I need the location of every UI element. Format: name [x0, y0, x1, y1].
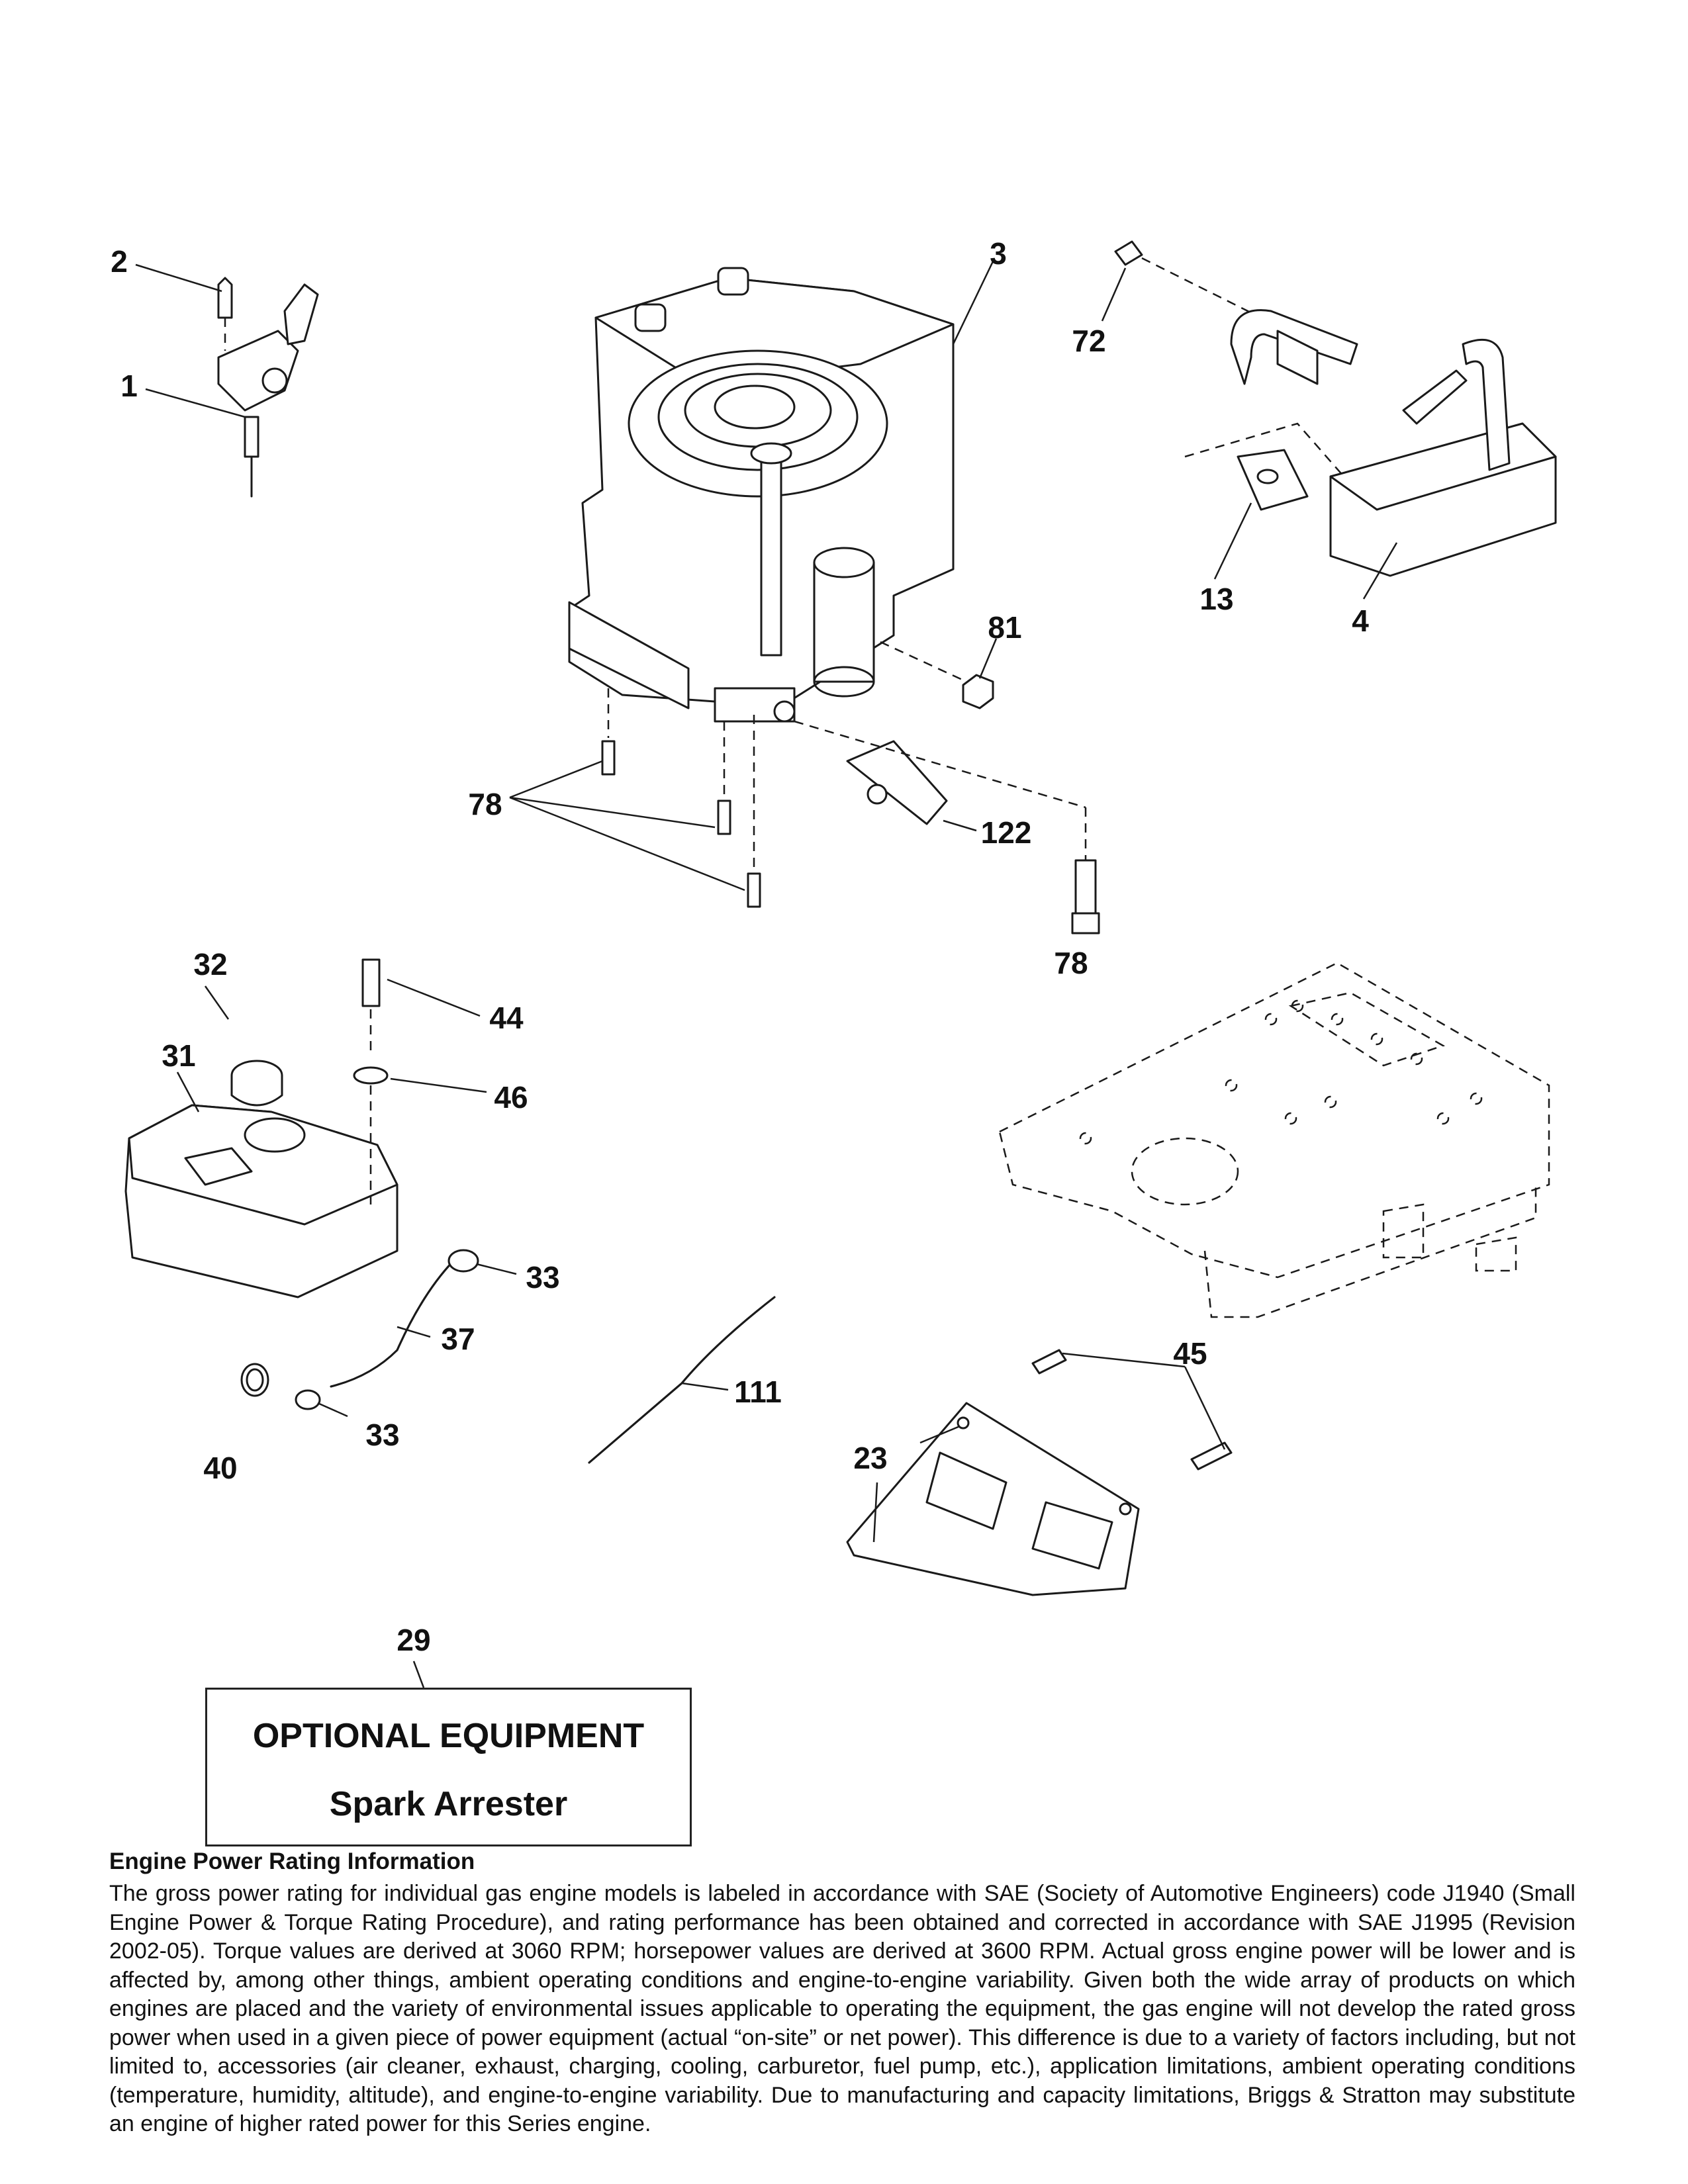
optional-equipment-leader — [412, 1661, 425, 1688]
callout-13: 13 — [1199, 582, 1234, 616]
callout-44: 44 — [489, 1001, 524, 1035]
callout-40: 40 — [203, 1451, 238, 1485]
rating-heading: Engine Power Rating Information — [109, 1848, 475, 1874]
callout-111: 111 — [734, 1375, 782, 1409]
fuel-line-assembly — [240, 1249, 517, 1418]
callout-78-right: 78 — [1054, 946, 1088, 980]
callout-72: 72 — [1072, 324, 1106, 358]
callout-1: 1 — [120, 369, 138, 403]
hose-part — [588, 1296, 776, 1464]
engine-part — [568, 261, 994, 723]
callout-33-bottom: 33 — [365, 1418, 400, 1452]
callout-81: 81 — [988, 610, 1022, 645]
muffler-assembly — [1101, 240, 1557, 600]
heat-shield-plate — [846, 1349, 1233, 1596]
engine-parts-diagram — [124, 240, 1557, 1688]
callout-122: 122 — [980, 815, 1032, 850]
fuel-tank-assembly — [124, 958, 487, 1298]
optional-equipment-item: Spark Arrester — [329, 1785, 568, 1823]
callout-4: 4 — [1352, 604, 1369, 638]
callout-37: 37 — [441, 1322, 475, 1356]
throttle-control-part — [135, 263, 319, 498]
optional-equipment-box: OPTIONAL EQUIPMENT Spark Arrester — [205, 1688, 692, 1846]
callout-29: 29 — [397, 1623, 431, 1657]
engine-fasteners — [509, 638, 1100, 934]
callout-46: 46 — [494, 1080, 528, 1115]
callout-45: 45 — [1173, 1336, 1207, 1371]
callout-78-left: 78 — [468, 787, 502, 821]
callout-32: 32 — [193, 947, 228, 981]
callout-3: 3 — [990, 236, 1007, 271]
callout-2: 2 — [111, 244, 128, 279]
rating-body: The gross power rating for individual ga… — [109, 1881, 1575, 2136]
callout-33-top: 33 — [526, 1260, 560, 1295]
callout-31: 31 — [162, 1038, 196, 1073]
frame-outline — [998, 962, 1550, 1318]
optional-equipment-title: OPTIONAL EQUIPMENT — [252, 1717, 645, 1755]
callout-23: 23 — [853, 1441, 888, 1475]
